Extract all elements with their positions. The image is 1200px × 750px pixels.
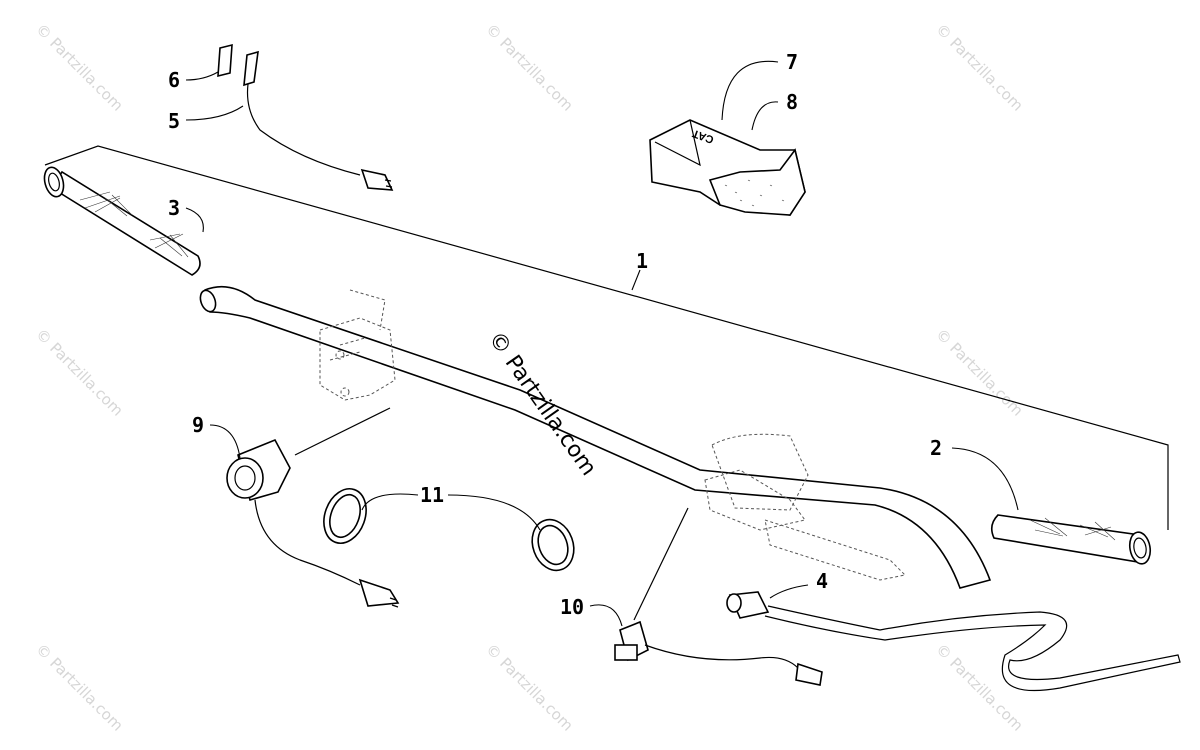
watermark-mid-right: © Partzilla.com — [932, 325, 1027, 420]
leader-4 — [769, 584, 809, 599]
heater-switch-part-9 — [226, 407, 400, 608]
leader-8 — [751, 101, 779, 131]
callout-11: 11 — [420, 483, 444, 507]
callout-1: 1 — [636, 249, 648, 273]
leader-6 — [185, 71, 219, 81]
watermark-top-right: © Partzilla.com — [932, 20, 1027, 115]
wire-clamp-part-11-right — [531, 518, 575, 572]
handlebar-part-1 — [199, 285, 992, 589]
callout-9: 9 — [192, 413, 204, 437]
callout-2: 2 — [930, 436, 942, 460]
watermark-bottom-left: © Partzilla.com — [32, 640, 127, 735]
heater-switch-part-10 — [614, 507, 823, 686]
leader-11a — [361, 493, 419, 511]
callout-3: 3 — [168, 196, 180, 220]
left-switch-housing-phantom — [319, 289, 396, 401]
watermark-mid-left: © Partzilla.com — [32, 325, 127, 420]
element-pad-part-6 — [217, 43, 233, 78]
brake-master-cylinder-phantom — [704, 433, 907, 581]
assembly-bracket — [44, 145, 1169, 530]
right-grip-part-2 — [990, 514, 1152, 565]
watermark-bottom-middle: © Partzilla.com — [482, 640, 577, 735]
leader-lines — [185, 60, 1019, 627]
wire-clamp-part-11-left — [323, 488, 367, 544]
watermark-bottom-right: © Partzilla.com — [932, 640, 1027, 735]
callout-6: 6 — [168, 68, 180, 92]
callout-7: 7 — [786, 50, 798, 74]
leader-5 — [185, 105, 244, 121]
leader-11b — [447, 494, 541, 531]
callout-5: 5 — [168, 109, 180, 133]
watermark-top-middle: © Partzilla.com — [482, 20, 577, 115]
heater-element-part-5 — [243, 50, 394, 191]
leader-10 — [589, 604, 623, 627]
left-grip-part-3 — [43, 166, 201, 276]
callout-8: 8 — [786, 90, 798, 114]
throttle-heater-part-4 — [726, 591, 1181, 692]
leader-2 — [951, 447, 1019, 511]
callout-10: 10 — [560, 595, 584, 619]
leader-7 — [721, 60, 779, 121]
leader-3 — [185, 207, 204, 233]
handlebar-pad-parts-7-8: CAT — [649, 119, 806, 216]
leader-1 — [631, 269, 641, 291]
callout-labels: 1 2 3 4 5 6 7 8 9 10 11 — [168, 50, 942, 619]
watermark-top-left: © Partzilla.com — [32, 20, 127, 115]
callout-4: 4 — [816, 569, 828, 593]
leader-9 — [209, 424, 241, 459]
